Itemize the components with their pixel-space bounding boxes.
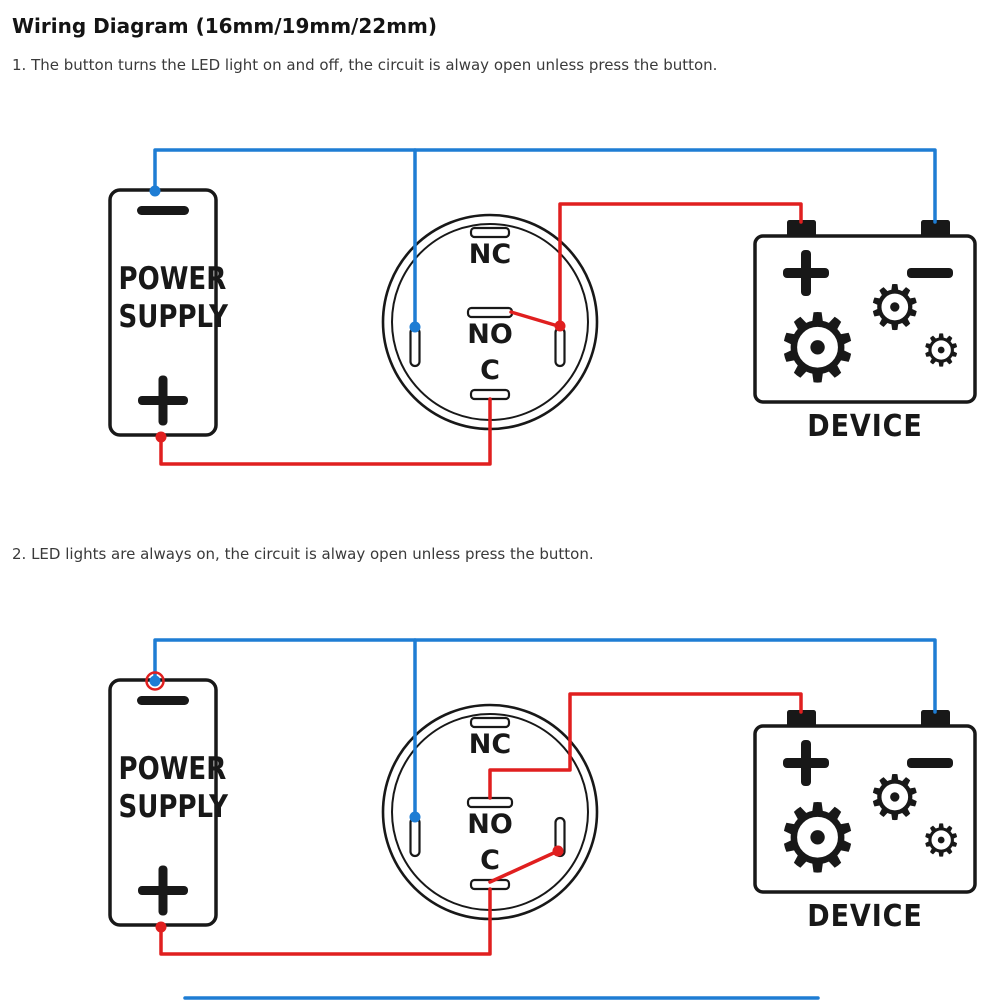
- negative-wire: [153, 148, 937, 224]
- no-terminal-label: NO: [467, 809, 513, 840]
- gear-icon: ⚙: [921, 814, 962, 867]
- minus-symbol: [907, 758, 953, 768]
- note-1: 1. The button turns the LED light on and…: [12, 56, 718, 74]
- junction-ring: [145, 671, 165, 691]
- led-pin-left: [409, 816, 421, 858]
- note-2: 2. LED lights are always on, the circuit…: [12, 545, 594, 563]
- gear-icon: ⚙: [775, 294, 861, 404]
- power-supply-label-line1: POWER: [118, 261, 227, 297]
- positive-wire-supply-to-c: [159, 887, 492, 956]
- gear-icon: ⚙: [867, 271, 923, 344]
- junction-dot: [554, 320, 566, 332]
- no-terminal-label: NO: [467, 319, 513, 350]
- device-box: [753, 234, 977, 404]
- power-supply-label-line2: SUPPLY: [118, 299, 228, 335]
- nc-pin: [469, 226, 511, 239]
- page-title: Wiring Diagram (16mm/19mm/22mm): [12, 14, 438, 38]
- junction-dot: [155, 921, 167, 933]
- junction-dot: [409, 321, 421, 333]
- gear-icon: ⚙: [867, 761, 923, 834]
- c-jumper-wire: [488, 849, 560, 884]
- negative-wire: [153, 638, 937, 714]
- junction-dot: [149, 675, 161, 687]
- nc-pin: [469, 716, 511, 729]
- junction-dot: [149, 185, 161, 197]
- led-pin-right: [554, 326, 566, 368]
- diagram-1: [108, 148, 977, 466]
- no-jumper-wire: [509, 310, 560, 328]
- device-label: DEVICE: [807, 899, 923, 934]
- nc-terminal-label: NC: [468, 239, 512, 270]
- gear-icon: ⚙: [775, 784, 861, 894]
- no-pin: [466, 306, 514, 319]
- positive-wire-device-to-no: [488, 692, 803, 800]
- power-supply-label-line1: POWER: [118, 751, 227, 787]
- plus-symbol: [783, 740, 829, 786]
- device-terminal-tab-negative: [921, 220, 950, 237]
- nc-terminal-label: NC: [468, 729, 512, 760]
- positive-wire-device-to-switch: [558, 202, 803, 328]
- junction-dot: [409, 811, 421, 823]
- junction-dot: [552, 845, 564, 857]
- c-terminal-label: C: [480, 845, 500, 876]
- led-pin-left: [409, 326, 421, 368]
- device-box: [753, 724, 977, 894]
- device-label: DEVICE: [807, 409, 923, 444]
- minus-symbol: [907, 268, 953, 278]
- gear-icon: ⚙: [921, 324, 962, 377]
- c-terminal-label: C: [480, 355, 500, 386]
- device-terminal-tab-positive: [787, 710, 816, 727]
- junction-dot: [155, 431, 167, 443]
- plus-symbol: [783, 250, 829, 296]
- power-supply-label-line2: SUPPLY: [118, 789, 228, 825]
- minus-symbol: [137, 206, 189, 215]
- device-terminal-tab-positive: [787, 220, 816, 237]
- plus-symbol: [138, 865, 188, 916]
- minus-symbol: [137, 696, 189, 705]
- positive-wire-supply-to-c: [159, 397, 492, 466]
- plus-symbol: [138, 375, 188, 426]
- device-terminal-tab-negative: [921, 710, 950, 727]
- diagram-2: [108, 638, 977, 956]
